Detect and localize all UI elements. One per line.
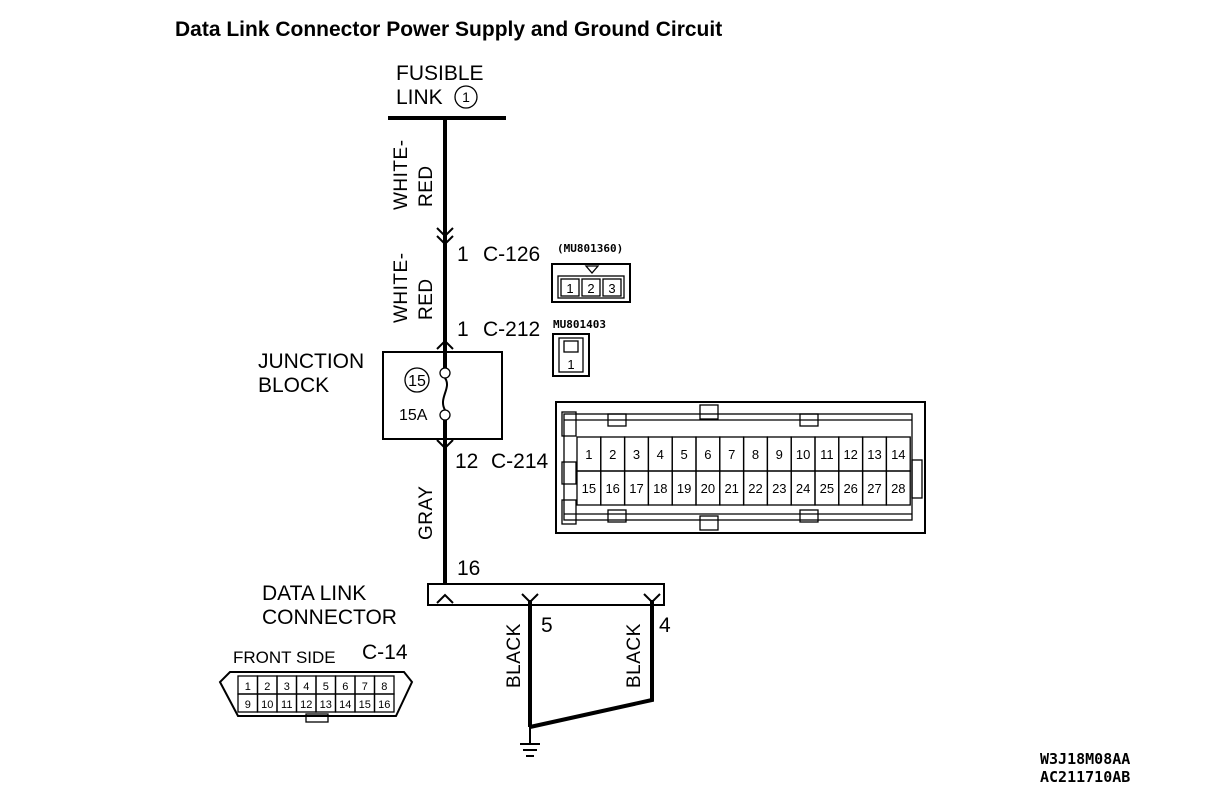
diagram-title: Data Link Connector Power Supply and Gro… (175, 18, 722, 41)
fuse-rating: 15A (399, 407, 428, 424)
c214-pin-21: 21 (724, 481, 738, 496)
c214-pin-3: 3 (633, 447, 640, 462)
c126-pin-1: 1 (566, 281, 573, 296)
junction-block-box (382, 351, 503, 440)
c214-pin-4: 4 (657, 447, 664, 462)
dlc-front-side-label: FRONT SIDE (233, 648, 336, 667)
c126-pin-3: 3 (608, 281, 615, 296)
c214-pin-8: 8 (752, 447, 759, 462)
c14-label: C-14 (362, 641, 408, 664)
c214-pin-5: 5 (680, 447, 687, 462)
dlc-pin-power: 16 (457, 557, 480, 580)
c14-pin-13: 13 (320, 699, 332, 711)
c14-pin-8: 8 (381, 681, 387, 693)
wire-label-black-right: BLACK (624, 623, 645, 688)
fusible-link-label-2: LINK (396, 86, 443, 109)
c14-pin-9: 9 (245, 699, 251, 711)
c126-part-number: (MU801360) (557, 242, 623, 255)
c212-part-number: MU801403 (553, 318, 606, 331)
c14-pin-1: 1 (245, 681, 251, 693)
dlc-pin-ground-a: 5 (541, 614, 553, 637)
c14-pin-14: 14 (339, 699, 351, 711)
c212-pin: 1 (457, 318, 469, 341)
wire-label-middle-1: WHITE- (391, 252, 412, 323)
c214-pin-18: 18 (653, 481, 667, 496)
c14-pin-3: 3 (284, 681, 290, 693)
c126-pin-diagram: 1 2 3 (551, 263, 631, 303)
c14-cell (373, 693, 395, 713)
fuse-number-circle (404, 367, 430, 393)
c214-pin-7: 7 (728, 447, 735, 462)
junction-block-label-2: BLOCK (258, 374, 329, 397)
c214-pin-25: 25 (820, 481, 834, 496)
c214-pin-27: 27 (867, 481, 881, 496)
c212-label: C-212 (483, 318, 540, 341)
dlc-pin16-terminal (436, 593, 454, 604)
c126-label: C-126 (483, 243, 540, 266)
wire-label-black-left: BLACK (504, 623, 525, 688)
c14-pin-4: 4 (303, 681, 309, 693)
c214-pin-11: 11 (820, 447, 834, 462)
fuse-number: 15 (408, 373, 426, 390)
fuse-icon (439, 352, 451, 440)
c214-pin-6: 6 (704, 447, 711, 462)
c212-pin-1: 1 (567, 357, 574, 372)
c214-pin-2: 2 (609, 447, 616, 462)
c14-pin-16: 16 (378, 699, 390, 711)
c14-pin-15: 15 (359, 699, 371, 711)
c14-pin-7: 7 (362, 681, 368, 693)
fusible-link-label: FUSIBLE (396, 62, 484, 85)
c214-pin-16: 16 (605, 481, 619, 496)
fusible-link-number: 1 (462, 89, 470, 105)
c214-pin-12: 12 (843, 447, 857, 462)
c214-pin-24: 24 (796, 481, 810, 496)
c214-pin-22: 22 (748, 481, 762, 496)
c214-pin-17: 17 (629, 481, 643, 496)
fusible-link-number-circle (454, 85, 478, 109)
c214-label: C-214 (491, 450, 549, 473)
c214-cell (885, 470, 911, 506)
c214-pin-26: 26 (843, 481, 857, 496)
c214-connector-symbol (436, 439, 454, 450)
c214-pin-20: 20 (701, 481, 715, 496)
c214-pin-1: 1 (585, 447, 592, 462)
wire-label-middle-2: RED (416, 278, 437, 320)
c14-pin-11: 11 (281, 699, 292, 711)
ground-icon (520, 727, 540, 757)
c212-pin-diagram: 1 (552, 333, 590, 377)
diagram-code-1: W3J18M08AA (1040, 750, 1130, 768)
dlc-pin-ground-b: 4 (659, 614, 671, 637)
diagram-code-2: AC211710AB (1040, 768, 1130, 786)
wire-label-gray: GRAY (416, 486, 437, 540)
c214-pin: 12 (455, 450, 478, 473)
c214-pin-15: 15 (582, 481, 596, 496)
c14-pin-10: 10 (261, 699, 273, 711)
c14-pin-6: 6 (342, 681, 348, 693)
c126-pin-2: 2 (587, 281, 594, 296)
wire-label-upper-2: RED (416, 165, 437, 207)
dlc-label: DATA LINK (262, 582, 366, 605)
wire-black-right (529, 600, 654, 729)
wire-label-upper-1: WHITE- (391, 139, 412, 210)
c214-pin-14: 14 (891, 447, 905, 462)
junction-block-label: JUNCTION (258, 350, 364, 373)
c214-pin-19: 19 (677, 481, 691, 496)
c212-connector-symbol (436, 339, 454, 350)
c214-pin-10: 10 (796, 447, 810, 462)
c214-pin-28: 28 (891, 481, 905, 496)
c214-pin-9: 9 (776, 447, 783, 462)
c126-pin: 1 (457, 243, 469, 266)
c214-pin-13: 13 (867, 447, 881, 462)
c14-pin-2: 2 (264, 681, 270, 693)
c14-pin-5: 5 (323, 681, 329, 693)
c14-pin-12: 12 (300, 699, 312, 711)
dlc-connector-bar (427, 583, 665, 606)
dlc-label-2: CONNECTOR (262, 606, 397, 629)
c214-pin-23: 23 (772, 481, 786, 496)
c126-connector-symbol (436, 227, 454, 246)
